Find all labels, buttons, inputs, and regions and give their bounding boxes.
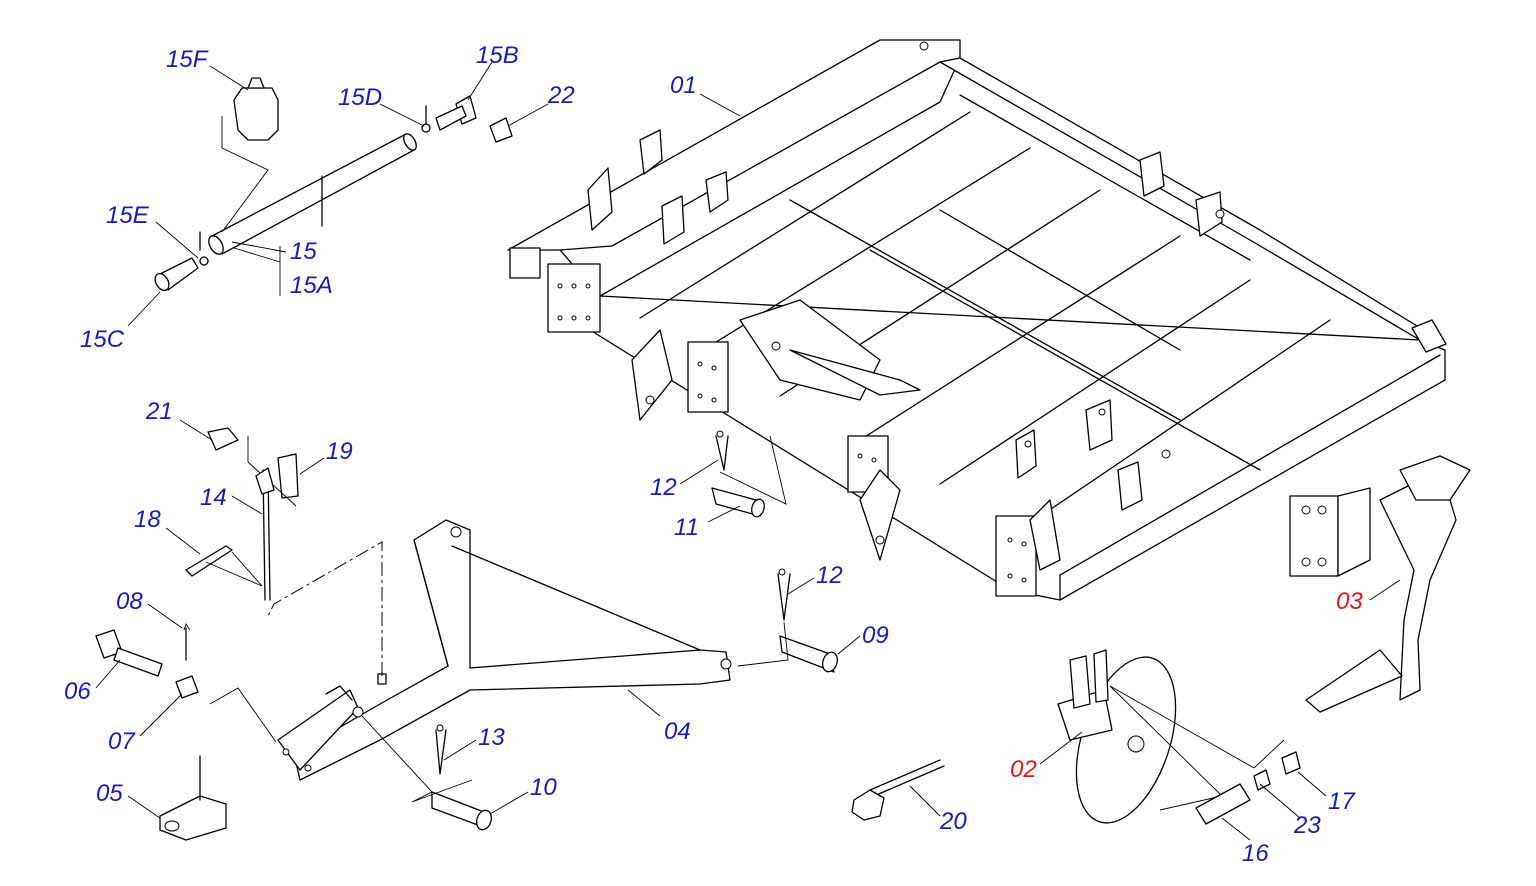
- label-21: 21: [146, 398, 173, 425]
- label-06: 06: [64, 678, 91, 705]
- frame-part-01: [507, 39, 1447, 601]
- drawbar-part-04: [267, 519, 732, 781]
- label-15D: 15D: [338, 84, 383, 111]
- label-11: 11: [674, 514, 699, 541]
- shank-part-03: [1289, 455, 1471, 713]
- label-20: 20: [940, 808, 967, 835]
- label-18: 18: [134, 506, 161, 533]
- label-05: 05: [96, 780, 123, 807]
- label-22: 22: [548, 82, 575, 109]
- disc-coulter-part-02: [1057, 649, 1285, 824]
- label-15E: 15E: [106, 202, 149, 229]
- label-08: 08: [116, 588, 143, 615]
- clevis-part-05: [159, 755, 227, 841]
- label-03: 03: [1336, 588, 1363, 615]
- label-12-upper: 12: [650, 474, 677, 501]
- pin-part-10: [361, 715, 492, 831]
- label-15A: 15A: [290, 272, 333, 299]
- label-16: 16: [1242, 840, 1269, 867]
- label-14: 14: [200, 484, 227, 511]
- label-04: 04: [664, 718, 691, 745]
- label-10: 10: [530, 774, 557, 801]
- label-12-lower: 12: [816, 562, 843, 589]
- lever-part-14: [185, 427, 299, 601]
- pin-part-09: [737, 621, 838, 673]
- label-13: 13: [478, 724, 505, 751]
- label-07: 07: [108, 728, 135, 755]
- clip-part-13: [435, 724, 447, 775]
- bolt-part-16: [1195, 751, 1301, 825]
- label-15F: 15F: [166, 46, 208, 73]
- rod-part-20: [851, 759, 945, 821]
- clip-part-12-lower: [777, 568, 791, 621]
- tie-rod-assembly-part-15: [154, 77, 513, 296]
- label-23: 23: [1294, 812, 1321, 839]
- pin-part-11: [711, 435, 787, 518]
- bolt-part-06: [95, 622, 277, 743]
- clip-part-12-upper: [715, 430, 729, 471]
- label-09: 09: [862, 622, 889, 649]
- label-15: 15: [290, 238, 317, 265]
- label-15C: 15C: [80, 326, 125, 353]
- label-01: 01: [670, 72, 697, 99]
- label-17: 17: [1328, 788, 1355, 815]
- label-15B: 15B: [476, 42, 519, 69]
- label-02: 02: [1010, 756, 1037, 783]
- label-19: 19: [326, 438, 353, 465]
